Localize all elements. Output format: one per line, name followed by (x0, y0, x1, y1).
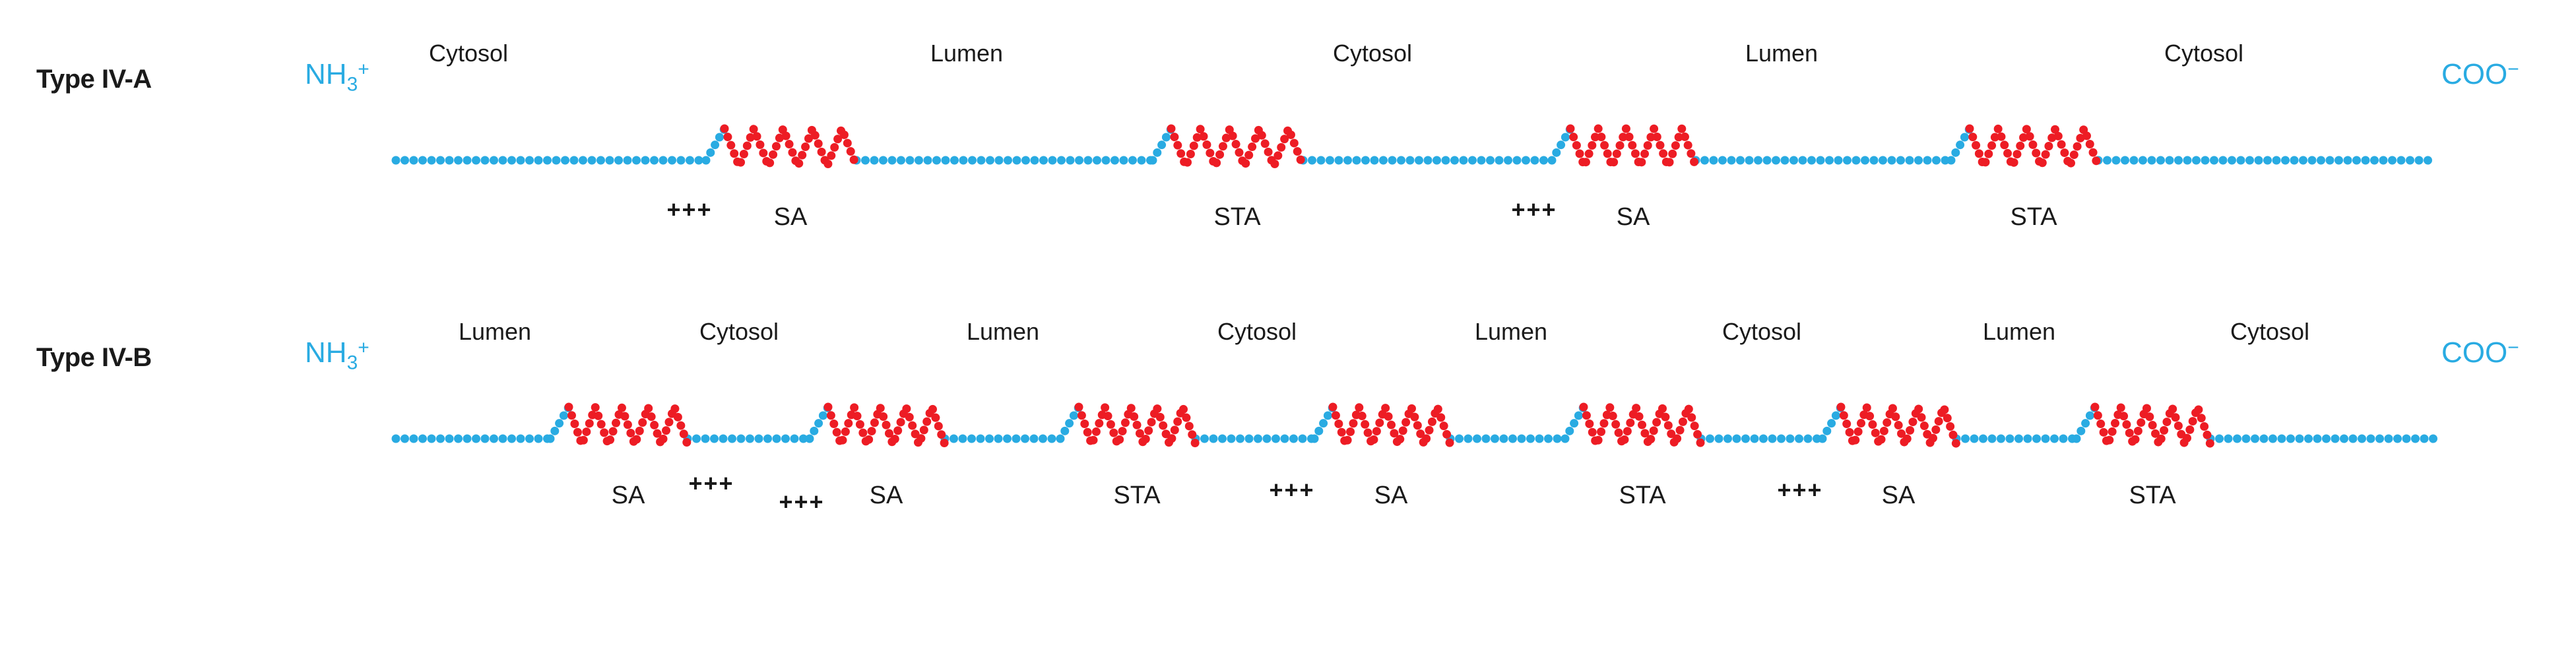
compartment-label: Cytosol (428, 40, 509, 67)
chain-segment (2206, 434, 2437, 443)
chain-segment (1191, 434, 1316, 443)
charge-cluster: +++ (688, 470, 734, 497)
charge-cluster: +++ (779, 488, 825, 515)
n-terminus-type-iv-b: NH3+ (305, 336, 370, 374)
n-terminus-subscript: 3 (346, 73, 358, 96)
chain-segment (1696, 434, 1821, 443)
helix-label: SA (773, 203, 808, 231)
chain-segment (1691, 156, 1950, 165)
helix-label: STA (1213, 203, 1261, 231)
compartment-label: Cytosol (1332, 40, 1413, 67)
helix-label: SA (1881, 482, 1916, 509)
compartment-label: Lumen (966, 318, 1040, 345)
transmembrane-helix (1579, 402, 1705, 447)
chain-segment (391, 156, 703, 165)
transmembrane-helix (1566, 124, 1699, 167)
n-terminus-label: NH (305, 58, 347, 90)
transmembrane-helix (2090, 402, 2214, 448)
c-terminus-charge: − (2507, 58, 2519, 80)
chain-segment (2094, 156, 2432, 165)
helix-label: STA (2010, 203, 2057, 231)
charge-cluster: +++ (666, 196, 713, 223)
c-terminus-label: COO (2441, 336, 2508, 369)
n-terminus-label: NH (305, 336, 347, 369)
charge-cluster: +++ (1777, 476, 1823, 503)
n-terminus-charge: + (358, 58, 370, 80)
transmembrane-helix (1965, 124, 2101, 168)
charge-cluster: +++ (1511, 196, 1557, 223)
helix-label: SA (611, 482, 645, 509)
compartment-label: Cytosol (2164, 40, 2244, 67)
chain-segment (391, 434, 552, 443)
chain-segment (1446, 434, 1562, 443)
transmembrane-helix (1328, 402, 1454, 447)
n-terminus-subscript: 3 (346, 352, 358, 374)
row-label-type-iv-a: Type IV-A (36, 65, 152, 94)
c-terminus-charge: − (2507, 336, 2519, 359)
transmembrane-helix (1167, 124, 1305, 169)
compartment-label: Cytosol (1217, 318, 1297, 345)
n-terminus-charge: + (358, 336, 370, 359)
chain-segment (940, 434, 1056, 443)
transmembrane-helix (564, 402, 692, 447)
compartment-label: Lumen (1982, 318, 2056, 345)
c-terminus-type-iv-b: COO− (2441, 336, 2519, 369)
transmembrane-helix (1074, 402, 1200, 447)
chain-segment (683, 434, 808, 443)
compartment-label: Cytosol (1722, 318, 1802, 345)
row-label-type-iv-b: Type IV-B (36, 343, 152, 372)
charge-cluster: +++ (1269, 476, 1315, 503)
compartment-label: Cytosol (699, 318, 779, 345)
c-terminus-label: COO (2441, 58, 2508, 90)
chain-segment (852, 156, 1155, 165)
c-terminus-type-iv-a: COO− (2441, 58, 2519, 91)
compartment-label: Lumen (458, 318, 532, 345)
helix-label: STA (1113, 482, 1161, 509)
transmembrane-helix (823, 402, 949, 447)
n-terminus-type-iv-a: NH3+ (305, 58, 370, 96)
helix-label: SA (1374, 482, 1408, 509)
helix-label: SA (869, 482, 903, 509)
compartment-label: Lumen (1745, 40, 1819, 67)
chain-segment (1952, 434, 2077, 443)
helix-label: STA (1619, 482, 1666, 509)
chain-segment (1299, 156, 1548, 165)
transmembrane-helix (720, 124, 858, 169)
compartment-label: Lumen (1474, 318, 1548, 345)
compartment-label: Cytosol (2230, 318, 2310, 345)
helix-label: STA (2129, 482, 2176, 509)
helix-label: SA (1616, 203, 1650, 231)
compartment-label: Lumen (930, 40, 1004, 67)
transmembrane-helix (1836, 402, 1960, 448)
